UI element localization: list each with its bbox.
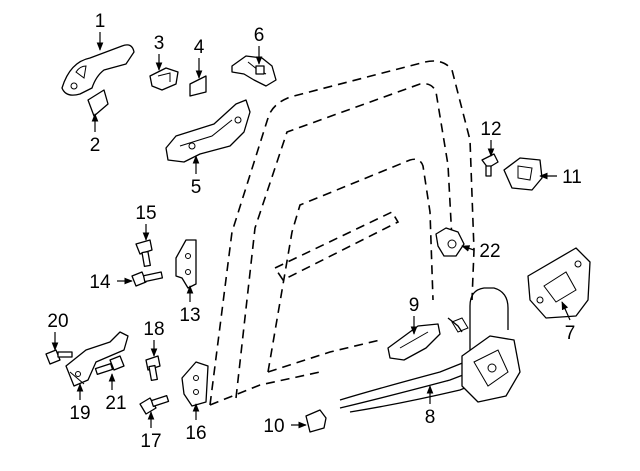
callout-19: 19: [69, 403, 90, 424]
callout-15: 15: [135, 203, 156, 224]
door-lock-module: [339, 287, 521, 413]
screw-12: [481, 153, 499, 177]
latch-cover: [527, 247, 591, 319]
callout-22: 22: [479, 241, 500, 262]
callout-5: 5: [191, 177, 202, 198]
door-check: [65, 331, 129, 387]
callout-8: 8: [425, 407, 436, 428]
outside-handle: [61, 44, 135, 96]
leader-22: [461, 245, 475, 252]
callout-16: 16: [185, 423, 206, 444]
callout-14: 14: [89, 272, 111, 293]
handle-bracket: [231, 55, 277, 87]
callout-labels: 1 2 3 4 5 6 7 8 9 10 11 12 13 14 15 16 1…: [47, 11, 581, 452]
callout-1: 1: [95, 11, 106, 32]
bolt-17: [139, 395, 170, 415]
bolt-18: [145, 355, 161, 382]
callout-18: 18: [143, 319, 164, 340]
callout-17: 17: [140, 431, 161, 452]
inside-handle: [387, 323, 441, 361]
callout-9: 9: [409, 295, 420, 316]
upper-hinge: [175, 239, 197, 289]
bolt-21: [94, 355, 125, 375]
callout-6: 6: [254, 25, 265, 46]
door-outline: [209, 60, 475, 406]
striker-cover: [503, 157, 543, 191]
handle-gasket: [189, 75, 207, 97]
bolt-15: [135, 239, 153, 268]
handle-cap: [149, 67, 179, 91]
callout-21: 21: [105, 393, 126, 414]
lower-hinge: [181, 361, 209, 407]
callout-3: 3: [154, 33, 165, 54]
callout-2: 2: [90, 135, 101, 156]
callout-7: 7: [565, 323, 576, 344]
bolt-14: [131, 271, 164, 287]
callout-20: 20: [47, 311, 68, 332]
handle-reinforcement: [165, 99, 251, 163]
callout-13: 13: [179, 305, 200, 326]
handle-cover: [87, 89, 109, 117]
callout-10: 10: [263, 416, 284, 437]
cable-clip: [305, 409, 327, 433]
callout-4: 4: [194, 37, 205, 58]
door-switch: [435, 227, 465, 257]
leader-lines: [51, 32, 571, 429]
callout-11: 11: [562, 167, 582, 188]
callout-12: 12: [480, 119, 501, 140]
bolt-20: [45, 349, 73, 365]
leader-7: [561, 301, 571, 321]
